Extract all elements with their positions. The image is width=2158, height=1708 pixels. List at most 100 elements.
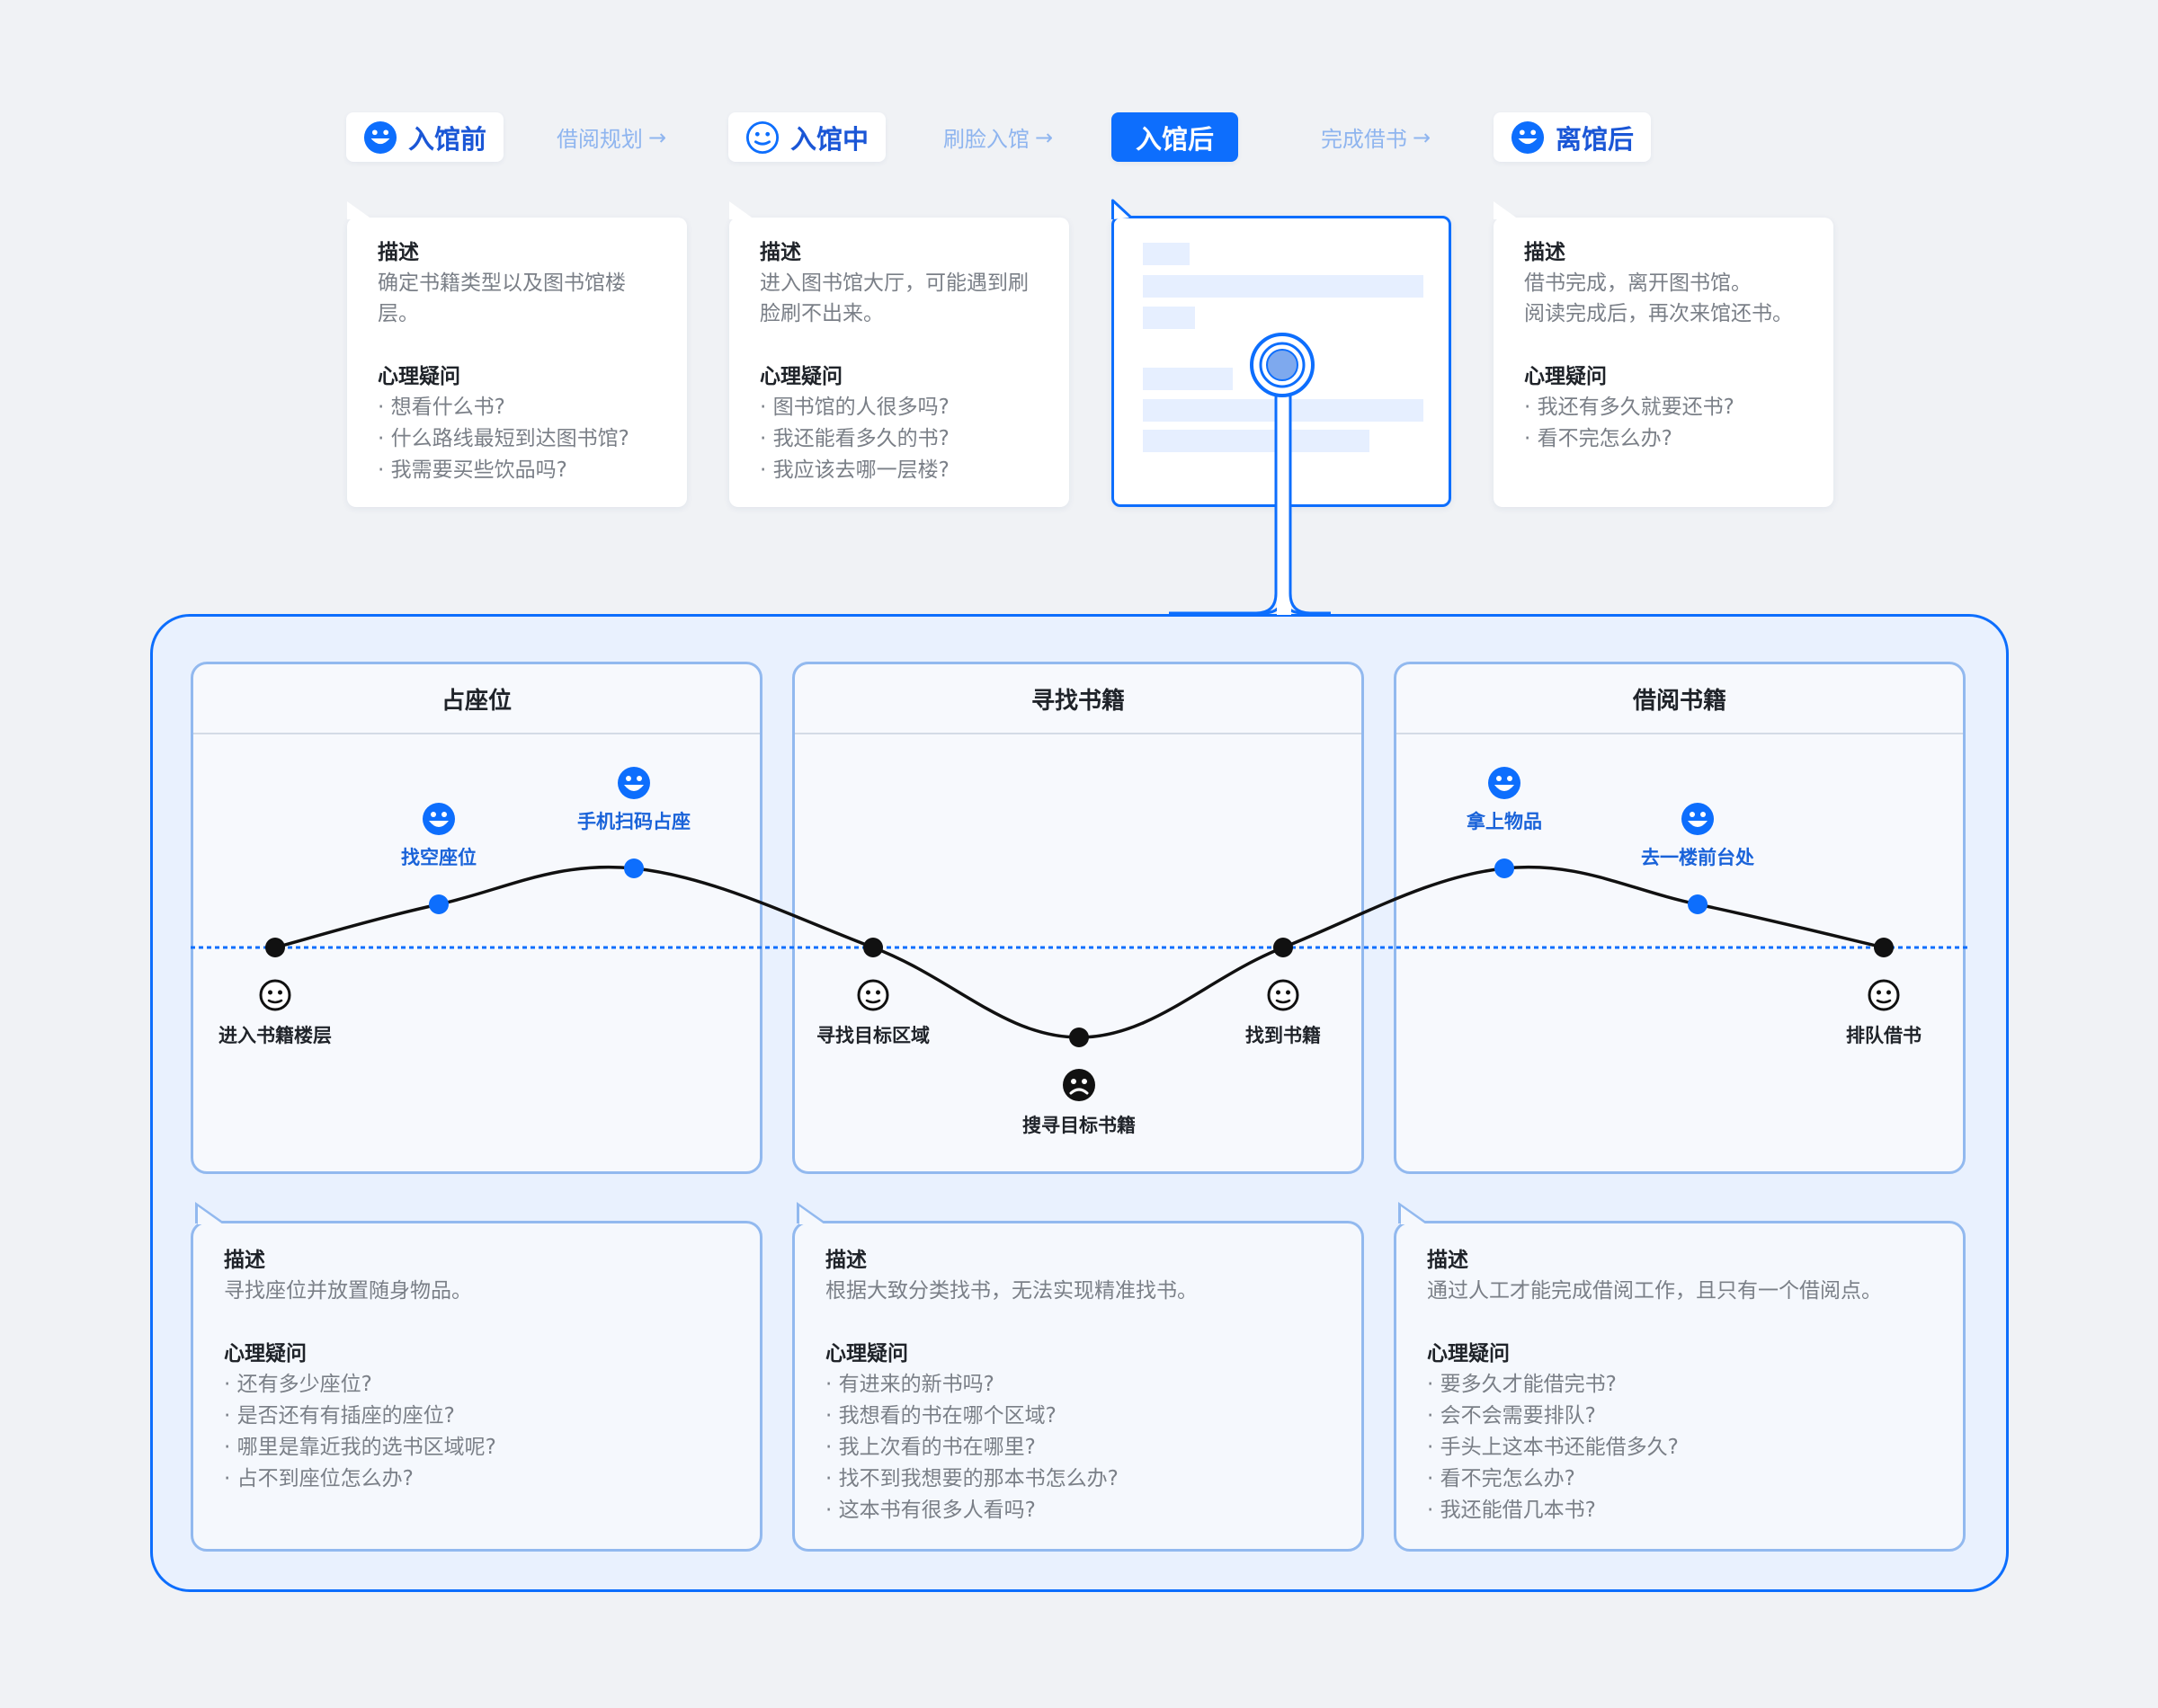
stage-card-during: 描述 进入图书馆大厅，可能遇到刷 脸刷不出来。 心理疑问 · 图书馆的人很多吗?…	[729, 201, 1069, 507]
desc-line: 脸刷不出来。	[760, 302, 884, 325]
happy-face-icon	[423, 803, 455, 835]
question-item: · 我还能借几本书?	[1427, 1499, 1596, 1522]
connector-1: 借阅规划→	[526, 112, 697, 162]
section-seat: 占座位	[191, 662, 762, 1174]
card-notch	[1494, 201, 1519, 219]
question-title: 心理疑问	[825, 1342, 908, 1366]
question-title: 心理疑问	[760, 365, 843, 388]
connector-3: 完成借书→	[1286, 112, 1466, 162]
stage-label: 离馆后	[1555, 123, 1634, 155]
question-item: · 哪里是靠近我的选书区域呢?	[224, 1436, 496, 1459]
card-notch	[347, 201, 372, 219]
section-borrow: 借阅书籍	[1394, 662, 1966, 1174]
question-item: · 我需要买些饮品吗?	[378, 458, 567, 482]
arrow-right-icon: →	[1034, 124, 1054, 150]
desc-title: 描述	[760, 241, 801, 264]
neutral-face-icon	[1267, 979, 1299, 1011]
question-item: · 要多久才能借完书?	[1427, 1373, 1617, 1396]
neutral-face-icon	[745, 120, 780, 154]
question-item: · 找不到我想要的那本书怎么办?	[825, 1467, 1119, 1490]
desc-title: 描述	[825, 1249, 867, 1272]
question-item: · 图书馆的人很多吗?	[760, 396, 950, 419]
card-notch	[729, 201, 754, 219]
stage-tag-after-active[interactable]: 入馆后	[1111, 112, 1238, 162]
journey-point-label: 找空座位	[401, 847, 477, 868]
question-item: · 是否还有有插座的座位?	[224, 1404, 455, 1428]
connector-label: 刷脸入馆	[942, 127, 1030, 152]
placeholder-bar	[1143, 243, 1190, 265]
card-notch	[799, 1206, 825, 1224]
question-item: · 会不会需要排队?	[1427, 1404, 1596, 1428]
question-item: · 还有多少座位?	[224, 1373, 372, 1396]
question-item: · 想看什么书?	[378, 396, 505, 419]
stage-label: 入馆中	[789, 123, 869, 155]
question-title: 心理疑问	[224, 1342, 307, 1366]
desc-title: 描述	[1427, 1249, 1468, 1272]
question-item: · 这本书有很多人看吗?	[825, 1499, 1036, 1522]
stage-tag-before[interactable]: 入馆前	[346, 112, 504, 162]
question-item: · 我想看的书在哪个区域?	[825, 1404, 1057, 1428]
journey-point	[429, 894, 449, 914]
focus-marker-icon	[1250, 333, 1315, 397]
journey-point	[265, 938, 285, 957]
question-item: · 有进来的新书吗?	[825, 1373, 994, 1396]
stage-card-leave: 描述 借书完成，离开图书馆。 阅读完成后，再次来馆还书。 心理疑问 · 我还有多…	[1494, 201, 1833, 507]
placeholder-bar	[1143, 430, 1369, 452]
placeholder-bar	[1143, 275, 1423, 298]
journey-point-label: 进入书籍楼层	[218, 1025, 332, 1046]
journey-point	[1874, 938, 1894, 957]
desc-title: 描述	[224, 1249, 265, 1272]
connector-tube	[1169, 378, 1331, 615]
desc-line: 寻找座位并放置随身物品。	[224, 1279, 472, 1303]
neutral-face-icon	[1868, 979, 1900, 1011]
stage-tag-leave[interactable]: 离馆后	[1494, 112, 1651, 162]
question-title: 心理疑问	[1427, 1342, 1510, 1366]
stage-card-before: 描述 确定书籍类型以及图书馆楼 层。 心理疑问 · 想看什么书? · 什么路线最…	[347, 201, 687, 507]
happy-face-icon	[1511, 120, 1545, 154]
card-notch	[1401, 1206, 1426, 1224]
journey-line	[274, 865, 1885, 1039]
desc-line: 通过人工才能完成借阅工作，且只有一个借阅点。	[1427, 1279, 1882, 1303]
question-item: · 我还能看多久的书?	[760, 427, 950, 450]
question-item: · 看不完怎么办?	[1524, 427, 1672, 450]
question-item: · 看不完怎么办?	[1427, 1467, 1575, 1490]
question-item: · 什么路线最短到达图书馆?	[378, 427, 629, 450]
desc-line: 根据大致分类找书，无法实现精准找书。	[825, 1279, 1198, 1303]
desc-line: 确定书籍类型以及图书馆楼	[378, 271, 626, 295]
desc-line: 层。	[378, 302, 419, 325]
section-card-find-book: 描述 根据大致分类找书，无法实现精准找书。 心理疑问 · 有进来的新书吗? · …	[792, 1202, 1364, 1552]
desc-line: 进入图书馆大厅，可能遇到刷	[760, 271, 1029, 295]
journey-point-label: 去一楼前台处	[1641, 847, 1754, 868]
desc-title: 描述	[1524, 241, 1565, 264]
sad-face-icon	[1063, 1069, 1095, 1101]
question-item: · 占不到座位怎么办?	[224, 1467, 414, 1490]
desc-title: 描述	[378, 241, 419, 264]
card-notch	[1111, 199, 1133, 219]
desc-line: 借书完成，离开图书馆。	[1524, 271, 1752, 295]
arrow-right-icon: →	[647, 124, 667, 150]
happy-face-icon	[1681, 803, 1714, 835]
journey-point	[1688, 894, 1708, 914]
section-title: 借阅书籍	[1396, 664, 1963, 734]
question-title: 心理疑问	[1524, 365, 1607, 388]
journey-point-label: 手机扫码占座	[577, 811, 691, 832]
neutral-face-icon	[857, 979, 889, 1011]
question-item: · 手头上这本书还能借多久?	[1427, 1436, 1679, 1459]
section-card-seat: 描述 寻找座位并放置随身物品。 心理疑问 · 还有多少座位? · 是否还有有插座…	[191, 1202, 762, 1552]
question-title: 心理疑问	[378, 365, 460, 388]
question-item: · 我还有多久就要还书?	[1524, 396, 1734, 419]
connector-label: 完成借书	[1320, 127, 1407, 152]
arrow-right-icon: →	[1412, 124, 1431, 150]
happy-face-icon	[1488, 767, 1520, 799]
journey-point	[863, 938, 883, 957]
section-card-borrow: 描述 通过人工才能完成借阅工作，且只有一个借阅点。 心理疑问 · 要多久才能借完…	[1394, 1202, 1966, 1552]
stage-tag-during[interactable]: 入馆中	[728, 112, 886, 162]
journey-point	[1273, 938, 1293, 957]
connector-2: 刷脸入馆→	[908, 112, 1088, 162]
section-title: 寻找书籍	[795, 664, 1361, 734]
journey-point	[624, 858, 644, 878]
section-title: 占座位	[193, 664, 760, 734]
stage-label: 入馆后	[1135, 123, 1214, 155]
journey-point-label: 搜寻目标书籍	[1022, 1115, 1136, 1136]
